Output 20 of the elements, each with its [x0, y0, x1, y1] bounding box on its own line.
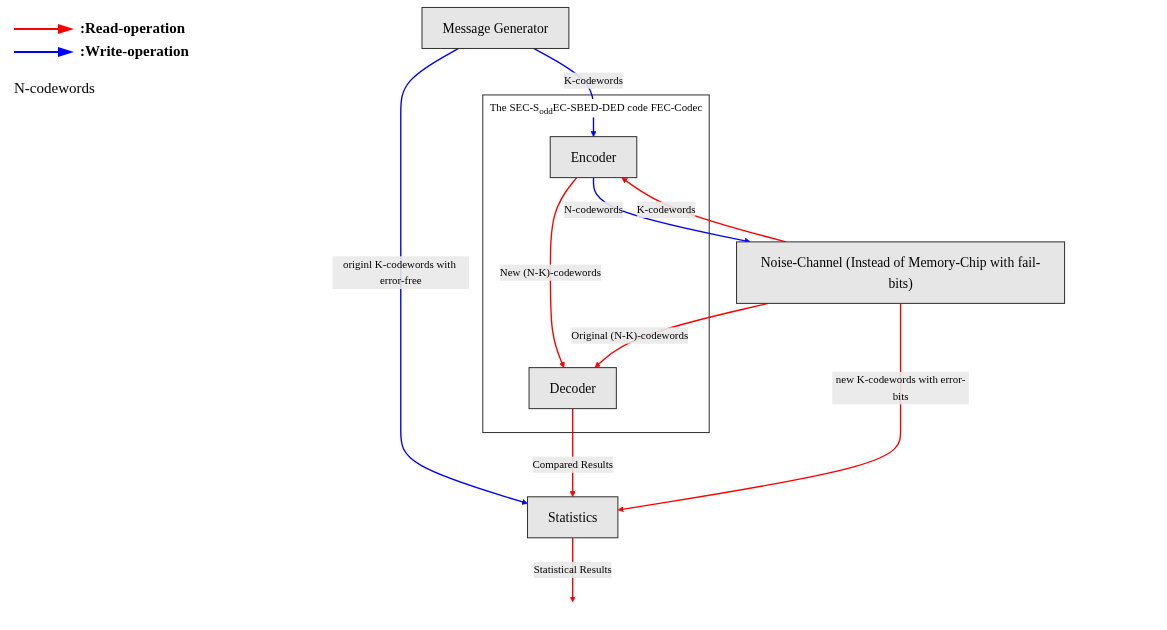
- edge-label: Compared Results: [532, 458, 613, 471]
- legend-text: :Read-operation: [80, 20, 185, 37]
- edge-label: K-codewords: [564, 74, 623, 87]
- legend-text: :Write-operation: [80, 43, 189, 60]
- edge-label: New (N-K)-codewords: [499, 266, 601, 279]
- edge-label: Statistical Results: [533, 563, 612, 576]
- node-box: Encoder: [549, 136, 638, 179]
- node-box: Noise-Channel (Instead of Memory-Chip with fail-bits): [736, 241, 1066, 304]
- node-box: Statistics: [527, 496, 619, 539]
- node-box: Decoder: [528, 367, 617, 410]
- arrow: [617, 302, 902, 513]
- arrow: [549, 176, 578, 368]
- edge-label: new K-codewords with error-bits: [835, 373, 966, 402]
- edge-label: Original (N-K)-codewords: [571, 329, 689, 341]
- edge-label: N-codewords: [564, 203, 623, 216]
- edge-label: K-codewords: [636, 203, 696, 216]
- note-text: N-codewords: [14, 80, 95, 97]
- edge-label: originl K-codewords with error-free: [342, 258, 456, 287]
- arrow: [400, 47, 528, 505]
- node-box: Message Generator: [421, 6, 570, 49]
